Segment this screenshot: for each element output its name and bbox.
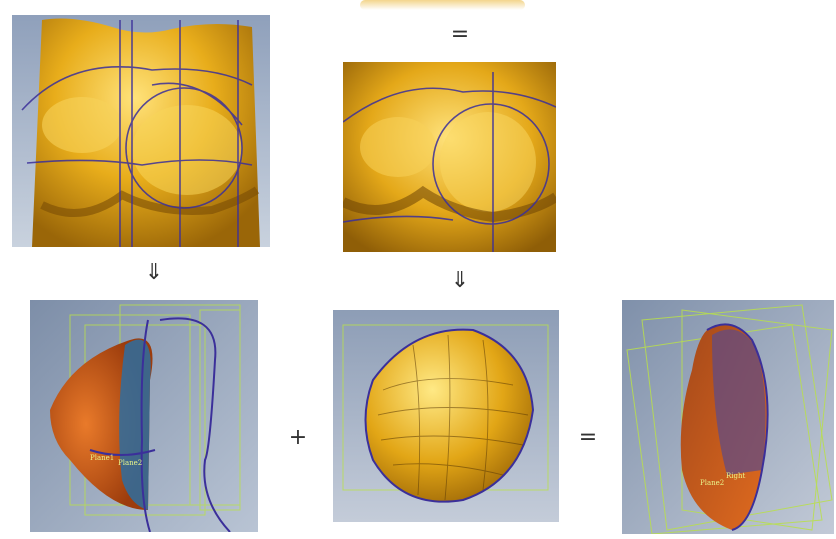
breast-volume-panel: Plane1 Plane2 [30,300,258,532]
torso-front-panel [12,15,270,247]
right-right-label: Right [726,472,745,480]
breast-result-panel: Plane2 Right [622,300,834,534]
left-plane1-label: Plane1 [90,454,114,462]
equals-sign-bottom: = [576,427,600,449]
top-partial-image [340,0,545,14]
breast-surface-panel [333,310,559,522]
down-arrow-left: ⇓ [142,262,166,284]
right-plane2-label: Plane2 [700,479,724,487]
equals-sign-top: = [448,24,472,46]
torso-zoom-panel [343,62,556,252]
down-arrow-middle: ⇓ [448,270,472,292]
plus-sign: + [286,427,310,449]
left-plane2-label: Plane2 [118,459,142,467]
